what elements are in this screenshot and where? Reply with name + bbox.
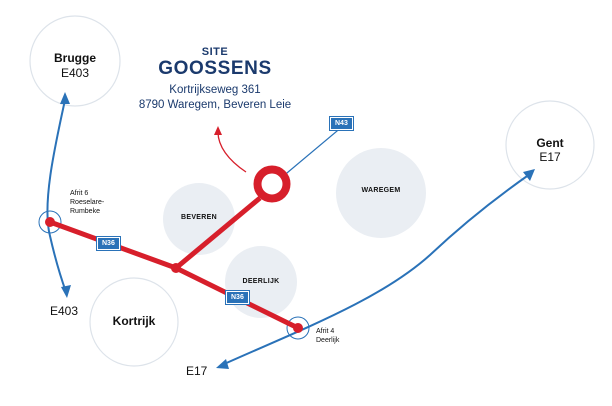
e403-arrow-south <box>61 285 71 298</box>
afrit6-dot <box>45 217 55 227</box>
n36-south-badge: N36 <box>225 290 250 305</box>
e17-south-label: E17 <box>186 364 208 378</box>
beveren-label: BEVEREN <box>181 214 217 221</box>
afrit4-dot <box>293 323 303 333</box>
afrit6-line2: Roeselare- <box>70 199 105 206</box>
access-route <box>174 196 262 270</box>
site-header: SITE GOOSSENS Kortrijkseweg 361 8790 War… <box>100 46 330 113</box>
gent-label: Gent <box>536 136 564 150</box>
afrit6-line3: Rumbeke <box>70 208 100 215</box>
site-pointer-head <box>214 126 222 135</box>
brugge-road-label: E403 <box>60 66 90 80</box>
waregem-area <box>336 148 426 238</box>
e17-arrow-north <box>523 169 535 181</box>
e17-highway <box>221 173 531 366</box>
site-address-line2: 8790 Waregem, Beveren Leie <box>138 99 292 111</box>
n43-badge: N43 <box>329 116 354 131</box>
waregem-label: WAREGEM <box>361 187 401 194</box>
brugge-label: Brugge <box>54 51 96 65</box>
brugge-circle <box>29 15 121 107</box>
gent-circle <box>505 100 595 190</box>
n36-west-badge: N36 <box>96 236 121 251</box>
site-address-line1: Kortrijkseweg 361 <box>169 84 261 96</box>
afrit6-circle <box>38 210 62 234</box>
site-kicker: SITE <box>201 46 229 58</box>
afrit4-line1: Afrit 4 <box>316 328 335 335</box>
afrit4-circle <box>286 316 310 340</box>
afrit6-label: Afrit 6 Roeselare- Rumbeke <box>70 189 104 216</box>
site-name: GOOSSENS <box>158 58 272 79</box>
site-pointer-arrow <box>217 131 247 173</box>
kortrijk-label: Kortrijk <box>112 314 156 328</box>
e403-arrow-north <box>60 92 70 104</box>
e17-arrow-south <box>216 359 229 369</box>
afrit4-label: Afrit 4 Deerlijk <box>316 327 339 345</box>
deerlijk-label: DEERLIJK <box>242 278 280 285</box>
e403-south-label: E403 <box>50 304 79 318</box>
kortrijk-circle <box>89 277 179 367</box>
site-marker <box>253 165 291 203</box>
e403-highway <box>46 99 67 293</box>
afrit6-line1: Afrit 6 <box>70 190 89 197</box>
junction-dot <box>171 263 181 273</box>
gent-road-label: E17 <box>539 150 561 164</box>
afrit4-line2: Deerlijk <box>316 337 340 344</box>
